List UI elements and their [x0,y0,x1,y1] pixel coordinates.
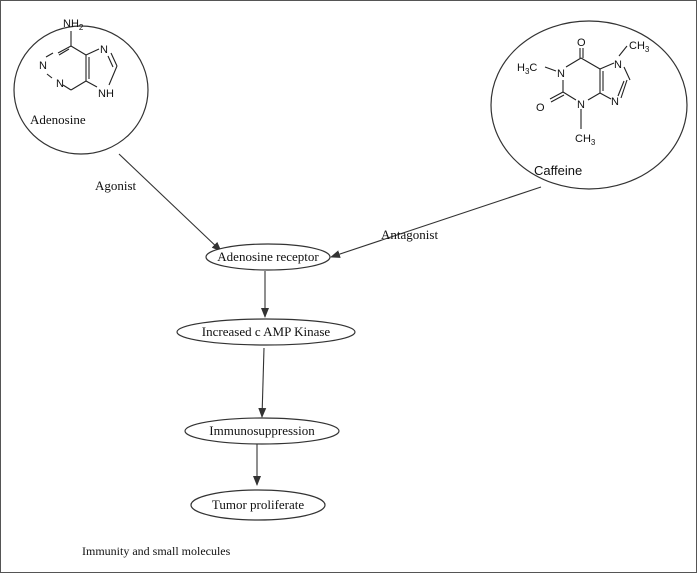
node-label: Tumor proliferate [212,497,305,512]
adenosine-label: Adenosine [30,112,86,127]
atom-o-top: O [577,37,586,49]
caffeine-bonds [544,45,631,129]
node-camp-kinase: Increased c AMP Kinase [176,318,356,346]
atom-o-left: O [536,102,545,114]
atom-n-top-right: N [614,59,622,71]
node-label: Immunosuppression [209,423,315,438]
edges [118,153,542,486]
agonist-arrow [118,153,222,252]
node-outline [205,243,331,271]
node-outline [184,417,340,445]
node-label: Increased c AMP Kinase [202,324,331,339]
amine-label: NH2 [63,18,84,32]
atom-n-right: N [611,96,619,108]
caffeine-label: Caffeine [534,163,582,178]
node-tumor-proliferate: Tumor proliferate [190,489,326,521]
node-outline [176,318,356,346]
antagonist-label: Antagonist [381,227,438,242]
node-immunosuppression: Immunosuppression [184,417,340,445]
methyl-bottom: CH3 [575,133,596,147]
atom-n1: N [39,60,47,72]
antagonist-arrow [330,186,542,258]
caffeine-circle [490,20,688,190]
atom-n-left: N [557,68,565,80]
adenosine-atoms: NH2 N N N NH [39,18,114,100]
atom-n-bottom: N [577,99,585,111]
agonist-label: Agonist [95,178,137,193]
caption: Immunity and small molecules [82,544,231,558]
adenosine-molecule: NH2 N N N NH Adenosine [13,18,149,155]
adenosine-circle [13,25,149,155]
node-adenosine-receptor: Adenosine receptor [205,243,331,271]
atom-n3: N [56,78,64,90]
adenosine-bonds [45,31,118,91]
atom-n7: N [100,44,108,56]
caffeine-molecule: O O N N N N H3C CH3 CH3 Caffeine [490,20,688,190]
node-label: Adenosine receptor [217,249,319,264]
kinase-to-immuno-arrow [258,347,267,418]
methyl-left: H3C [517,62,537,76]
caffeine-atoms: O O N N N N H3C CH3 CH3 [517,37,650,147]
atom-n9: NH [98,88,114,100]
methyl-top-right: CH3 [629,40,650,54]
node-outline [190,489,326,521]
